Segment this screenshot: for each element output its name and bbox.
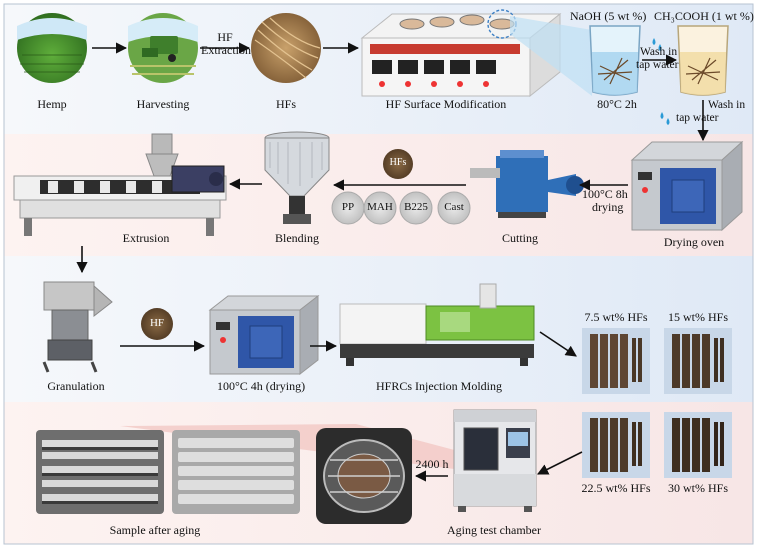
label-ingredient-hfs: HFs (389, 157, 407, 168)
label-injection: HFRCs Injection Molding (375, 379, 502, 393)
arrow-samples-chamber (536, 451, 583, 475)
label-drying-100-4h: 100°C 4h (drying) (216, 379, 306, 393)
label-sample-s1: 7.5 wt% HFs (584, 310, 648, 324)
label-cutting: Cutting (501, 231, 538, 245)
label-blending: Blending (275, 231, 319, 245)
water-drops-1 (652, 38, 662, 51)
label-aging-time: 2400 h (415, 457, 449, 471)
label-wash-2b: tap water (676, 112, 719, 124)
label-wash-1a: Wash in (640, 46, 678, 58)
aging-chamber-image (453, 409, 537, 512)
label-granulation: Granulation (47, 379, 105, 393)
label-surface-mod: HF Surface Modification (385, 97, 507, 111)
hf-ball (141, 308, 173, 340)
harvesting-image (128, 13, 198, 83)
label-hf-extraction-1: HF (217, 30, 233, 44)
label-80c-2h: 80°C 2h (597, 97, 637, 111)
injection-machine-image (339, 283, 535, 366)
label-hfs: HFs (275, 97, 296, 111)
label-drying-oven: Drying oven (663, 235, 725, 249)
extruder-image (13, 133, 227, 236)
label-hf-extraction-2: Extraction (201, 43, 251, 57)
sample-panel-s1 (582, 328, 650, 394)
blending-machine-image (264, 131, 330, 224)
sample-panel-s2 (664, 328, 732, 394)
drying-oven-image (630, 140, 744, 232)
drying-oven-2-image (208, 294, 320, 376)
aged-sample-photo-2 (172, 430, 300, 514)
granulation-machine-image (42, 281, 113, 373)
sample-panel-s4 (664, 412, 732, 478)
water-drops-2 (660, 112, 670, 125)
label-hf-ball: HF (149, 317, 165, 329)
label-ingredient-b225: B225 (404, 201, 428, 213)
arrow-injection-samples (539, 331, 577, 357)
label-aging-chamber: Aging test chamber (447, 523, 541, 537)
label-sample-after-aging: Sample after aging (109, 523, 201, 537)
label-drying-cond-2: drying (592, 200, 624, 214)
hemp-image (17, 13, 87, 83)
aged-sample-photo-1 (36, 430, 164, 514)
label-sample-s3: 22.5 wt% HFs (581, 481, 651, 495)
label-sample-s4: 30 wt% HFs (667, 481, 728, 495)
label-extrusion: Extrusion (122, 231, 170, 245)
aging-rack-photo (316, 428, 412, 524)
label-ingredient-pp: PP (341, 201, 355, 213)
label-drying-cond-1: 100°C 8h (582, 187, 628, 201)
label-ingredient-mah: MAH (367, 201, 393, 213)
beaker-naoh (589, 25, 641, 96)
label-naoh: NaOH (5 wt %) (570, 9, 647, 23)
label-ingredient-cast: Cast (444, 201, 464, 213)
sample-panel-s3 (582, 412, 650, 478)
label-wash-2a: Wash in (708, 99, 746, 111)
zoom-wedge (510, 16, 592, 96)
label-hemp: Hemp (37, 97, 67, 111)
ingredient-pellets (331, 191, 471, 225)
beaker-ch3cooh (677, 25, 729, 96)
hfs-image (251, 13, 321, 83)
label-sample-s2: 15 wt% HFs (667, 310, 728, 324)
cutting-machine-image (470, 150, 584, 218)
label-wash-1b: tap water (636, 59, 679, 71)
diagram-border (3, 3, 754, 545)
label-ch3cooh: CH₃COOH (1 wt %) (654, 9, 754, 23)
label-harvesting: Harvesting (136, 97, 190, 111)
hfs-ball (383, 149, 413, 179)
